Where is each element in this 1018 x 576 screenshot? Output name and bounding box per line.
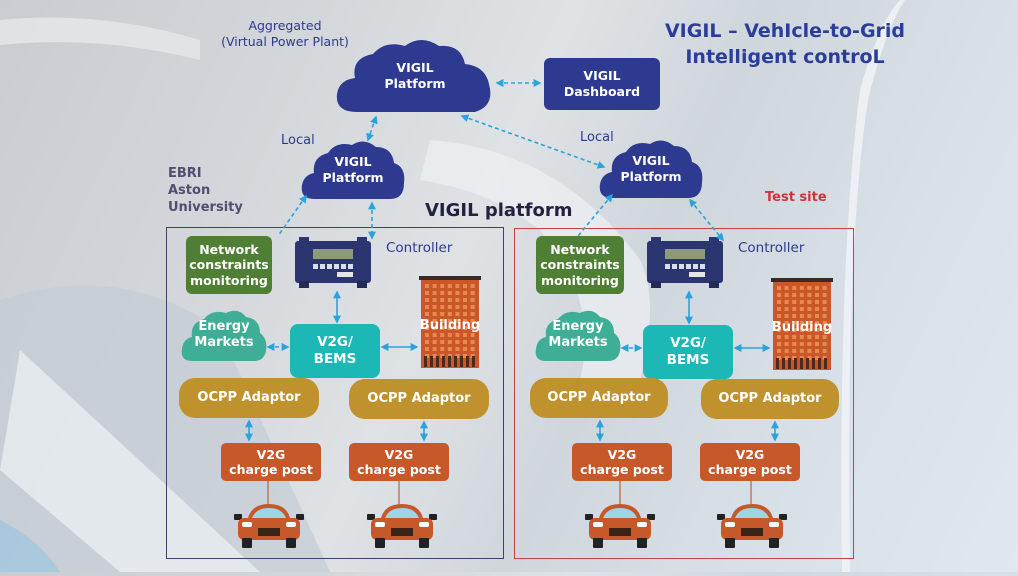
cloud-icon xyxy=(336,40,491,112)
network-line-3: monitoring xyxy=(190,272,268,288)
site-2-controller-device[interactable] xyxy=(645,237,725,289)
platform-line-1: VIGIL xyxy=(334,154,372,169)
post-line-2: charge post xyxy=(708,462,792,477)
site-1-label-line-3: University xyxy=(168,200,243,215)
site-2-v2g-bems-box[interactable]: V2G/BEMS xyxy=(643,325,733,379)
link-aggregated-site2 xyxy=(460,114,606,169)
link-site1-cloud-network xyxy=(277,194,307,237)
site-1-frame xyxy=(166,227,504,559)
controller-device-icon xyxy=(295,237,371,288)
building-label: Building xyxy=(419,318,481,333)
site-1-controller-device[interactable] xyxy=(293,237,373,289)
site-2-ocpp-adaptor-2[interactable]: OCPP Adaptor xyxy=(701,379,839,419)
network-line-3: monitoring xyxy=(541,272,619,288)
cloud-icon xyxy=(301,141,405,199)
site-1-v2g-bems-box[interactable]: V2G/BEMS xyxy=(290,324,380,378)
site-2-ocpp-adaptor-1[interactable]: OCPP Adaptor xyxy=(530,378,668,418)
platform-line-2: Platform xyxy=(384,76,446,91)
platform-line-1: VIGIL xyxy=(632,153,670,168)
building-icon xyxy=(419,276,481,368)
site-2-label: Test site xyxy=(765,190,827,205)
site-2-car-2 xyxy=(717,502,787,554)
title-line-1: VIGIL – VehIcle-to-Grid xyxy=(664,20,906,42)
ocpp-label: OCPP Adaptor xyxy=(197,390,301,406)
cloud-icon xyxy=(599,140,703,198)
dashboard-line-2: Dashboard xyxy=(563,84,641,99)
section-heading: VIGIL platform xyxy=(425,200,573,221)
network-line-1: Network xyxy=(550,241,610,257)
energy-line-2: Markets xyxy=(194,335,254,350)
aggregated-label-line-1: Aggregated xyxy=(248,18,322,33)
v2g-bems-line-1: V2G/ xyxy=(670,335,706,351)
diagram-title: VIGIL – VehIcle-to-Grid Intelligent cont… xyxy=(640,18,930,70)
post-line-1: V2G xyxy=(256,447,286,462)
link-aggregated-site1 xyxy=(366,115,378,142)
title-line-2: Intelligent controL xyxy=(685,46,885,68)
link-site2-cloud-network xyxy=(577,193,614,237)
dashboard-line-1: VIGIL xyxy=(583,68,621,83)
energy-line-1: Energy xyxy=(552,319,604,334)
post-line-1: V2G xyxy=(735,447,765,462)
site-1-label-line-1: EBRI xyxy=(168,166,202,181)
network-line-2: constraints xyxy=(540,257,620,273)
platform-line-1: VIGIL xyxy=(396,60,434,75)
building-label: Building xyxy=(771,320,833,335)
network-line-1: Network xyxy=(199,241,259,257)
post-line-1: V2G xyxy=(607,447,637,462)
site-1-building[interactable]: Building xyxy=(419,276,481,368)
platform-line-2: Platform xyxy=(322,170,384,185)
site-1-controller-label: Controller xyxy=(386,240,453,256)
site-2-building[interactable]: Building xyxy=(771,278,833,370)
aggregated-label-line-2: (Virtual Power Plant) xyxy=(221,34,349,49)
car-icon xyxy=(717,504,787,548)
ocpp-label: OCPP Adaptor xyxy=(718,391,822,407)
cloud-icon xyxy=(181,310,267,361)
site-1-ocpp-adaptor-2[interactable]: OCPP Adaptor xyxy=(349,379,489,419)
post-line-2: charge post xyxy=(229,462,313,477)
post-line-2: charge post xyxy=(580,462,664,477)
network-line-2: constraints xyxy=(189,257,269,273)
car-icon xyxy=(234,504,304,548)
building-icon xyxy=(771,278,833,370)
site-1-label: EBRI Aston University xyxy=(168,165,243,216)
post-line-2: charge post xyxy=(357,462,441,477)
site-1-ocpp-adaptor-1[interactable]: OCPP Adaptor xyxy=(179,378,319,418)
car-icon xyxy=(367,504,437,548)
site-2-car-1 xyxy=(585,502,655,554)
site-1-car-1 xyxy=(234,502,304,554)
site-1-label-line-2: Aston xyxy=(168,183,211,198)
v2g-bems-line-1: V2G/ xyxy=(317,334,353,350)
site-1-local-label: Local xyxy=(281,133,315,148)
v2g-bems-line-2: BEMS xyxy=(313,351,357,367)
platform-line-2: Platform xyxy=(620,169,682,184)
aggregated-label: Aggregated (Virtual Power Plant) xyxy=(205,18,365,50)
controller-device-icon xyxy=(647,237,723,288)
post-line-1: V2G xyxy=(384,447,414,462)
energy-line-1: Energy xyxy=(198,319,250,334)
ocpp-label: OCPP Adaptor xyxy=(367,391,471,407)
energy-line-2: Markets xyxy=(548,335,608,350)
site-2-controller-label: Controller xyxy=(738,240,805,256)
car-icon xyxy=(585,504,655,548)
ocpp-label: OCPP Adaptor xyxy=(547,390,651,406)
link-site2-cloud-controller xyxy=(688,198,725,242)
site-1-car-2 xyxy=(367,502,437,554)
cloud-icon xyxy=(535,310,621,361)
v2g-bems-line-2: BEMS xyxy=(666,352,710,368)
site-2-frame xyxy=(514,228,854,559)
